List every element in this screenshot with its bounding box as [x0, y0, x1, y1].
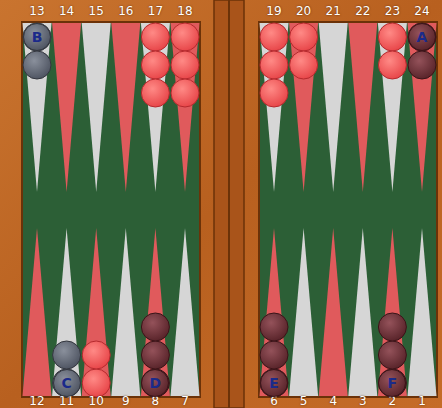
checker	[260, 79, 288, 107]
point-number: 12	[29, 394, 44, 408]
checker	[24, 24, 51, 51]
point-triangle	[111, 228, 140, 396]
point-triangle	[319, 23, 348, 192]
lettered-checker: D	[141, 369, 169, 397]
checker	[260, 341, 288, 369]
checker	[141, 341, 169, 369]
point-triangle	[260, 228, 289, 396]
checker-letter: D	[141, 369, 169, 397]
checker	[53, 341, 81, 369]
point-number: 21	[326, 4, 341, 18]
checker	[378, 341, 406, 369]
checker	[141, 313, 169, 341]
point-triangle	[23, 228, 52, 396]
checker	[408, 51, 436, 79]
checker	[260, 313, 288, 341]
point-number: 3	[359, 394, 367, 408]
lettered-checker: F	[378, 369, 406, 397]
play-field	[259, 22, 437, 397]
point-number: 19	[266, 4, 281, 18]
point-number: 15	[89, 4, 104, 18]
checker-letter: B	[23, 23, 51, 51]
point-triangle	[348, 228, 377, 396]
lettered-checker: C	[53, 369, 81, 397]
point-triangle	[52, 23, 81, 192]
point-number: 7	[181, 394, 189, 408]
point-triangle	[378, 228, 407, 396]
point-number: 5	[300, 394, 308, 408]
point-number: 10	[89, 394, 104, 408]
point-number: 13	[29, 4, 44, 18]
checker-letter: F	[378, 369, 406, 397]
checker	[141, 51, 169, 79]
bar-divider	[228, 0, 230, 408]
checker-letter: E	[260, 369, 288, 397]
checker-letter: A	[408, 23, 436, 51]
checker	[408, 23, 436, 51]
point-triangle	[289, 228, 318, 396]
checker	[82, 341, 110, 369]
lettered-checker: E	[260, 369, 288, 397]
checker	[141, 79, 169, 107]
checker	[409, 24, 436, 51]
checker	[379, 370, 406, 397]
checker	[141, 23, 169, 51]
point-triangle	[82, 228, 111, 396]
point-triangle	[348, 23, 377, 192]
checker	[378, 369, 406, 397]
checker	[142, 370, 169, 397]
checker	[23, 23, 51, 51]
point-triangle	[408, 23, 437, 192]
checker	[378, 51, 406, 79]
checker	[82, 369, 110, 397]
checker	[53, 370, 80, 397]
point-triangle	[289, 23, 318, 192]
checker	[171, 79, 199, 107]
checker	[290, 23, 318, 51]
point-number: 9	[122, 394, 130, 408]
point-triangle	[319, 228, 348, 396]
point-triangle	[171, 23, 200, 192]
point-number: 4	[329, 394, 337, 408]
bar	[214, 0, 244, 408]
point-triangle	[378, 23, 407, 192]
checker-letter: C	[53, 369, 81, 397]
checker	[260, 23, 288, 51]
point-triangle	[141, 23, 170, 192]
checker	[261, 370, 288, 397]
checker	[260, 369, 288, 397]
play-field	[22, 22, 200, 397]
checker	[141, 369, 169, 397]
point-triangle	[260, 23, 289, 192]
checker	[290, 51, 318, 79]
point-number: 14	[59, 4, 74, 18]
point-triangle	[52, 228, 81, 396]
point-number: 24	[414, 4, 429, 18]
point-triangle	[111, 23, 140, 192]
checker	[378, 313, 406, 341]
point-number: 1	[418, 394, 426, 408]
checker	[23, 51, 51, 79]
point-number: 23	[385, 4, 400, 18]
point-triangle	[82, 23, 111, 192]
checker	[260, 51, 288, 79]
point-number: 18	[177, 4, 192, 18]
point-triangle	[23, 23, 52, 192]
checker	[171, 51, 199, 79]
checker	[171, 23, 199, 51]
point-triangle	[408, 228, 437, 396]
point-triangle	[171, 228, 200, 396]
point-number: 20	[296, 4, 311, 18]
point-triangle	[141, 228, 170, 396]
lettered-checker: B	[23, 23, 51, 51]
checker	[378, 23, 406, 51]
point-number: 22	[355, 4, 370, 18]
point-number: 17	[148, 4, 163, 18]
checker	[53, 369, 81, 397]
lettered-checker: A	[408, 23, 436, 51]
point-number: 16	[118, 4, 133, 18]
